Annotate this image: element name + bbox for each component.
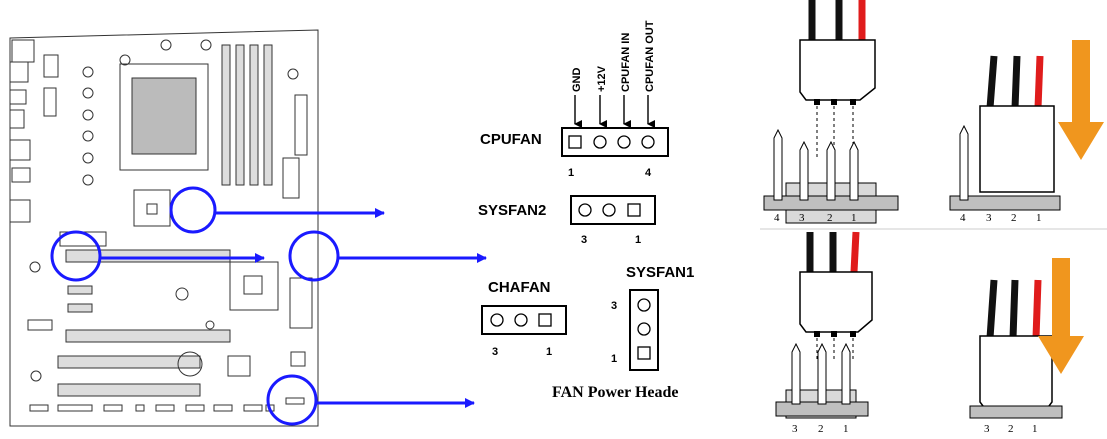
cpufan-signal-in: CPUFAN IN	[620, 33, 632, 92]
connector-illustration-4pin-plugged: 4 3 2 1	[949, 40, 1104, 224]
conn3-pin-2: 2	[818, 423, 824, 435]
callout-circle-sysfan1	[266, 374, 318, 426]
sysfan1-header: SYSFAN1 3 1	[611, 264, 694, 371]
callout-circle-cpufan	[169, 186, 217, 234]
cpufan-signal-out: CPUFAN OUT	[644, 20, 656, 92]
arrow-down-icon	[1038, 258, 1084, 374]
sysfan2-header: SYSFAN2 3 1	[478, 195, 656, 246]
conn3-pin-1: 1	[843, 423, 849, 435]
cpufan-signal-12v: +12V	[596, 65, 608, 92]
conn3b-pin-3: 3	[984, 423, 990, 435]
conn4-pin-2: 2	[827, 212, 833, 224]
conn4b-pin-2: 2	[1011, 212, 1017, 224]
conn3b-pin-2: 2	[1008, 423, 1014, 435]
conn4-pin-3: 3	[799, 212, 805, 224]
conn4b-pin-3: 3	[986, 212, 992, 224]
motherboard-layout	[9, 29, 319, 427]
diagram-caption: FAN Power Heade	[552, 384, 678, 401]
sysfan1-pin-top: 3	[611, 300, 617, 312]
connector-illustration-3pin-plugged: 3 2 1	[969, 258, 1084, 435]
conn4b-pin-1: 1	[1036, 212, 1042, 224]
sysfan2-pin-last: 1	[635, 234, 641, 246]
sysfan1-title: SYSFAN1	[626, 264, 694, 281]
cpufan-header: CPUFAN GND +12V CPUFAN IN CPUFAN OUT 1 4	[480, 20, 669, 179]
chafan-title: CHAFAN	[488, 279, 551, 296]
chafan-pin-first: 3	[492, 346, 498, 358]
sysfan2-title: SYSFAN2	[478, 202, 546, 219]
callout-circle-chafan	[288, 230, 340, 282]
cpufan-pin-first: 1	[568, 167, 574, 179]
callout-circle-sysfan2	[50, 230, 102, 282]
conn3b-pin-1: 1	[1032, 423, 1038, 435]
conn4-pin-4: 4	[774, 212, 780, 224]
arrow-down-icon	[1058, 40, 1104, 160]
conn3-pin-3: 3	[792, 423, 798, 435]
conn4-pin-1: 1	[851, 212, 857, 224]
chafan-header: CHAFAN 3 1	[481, 279, 567, 358]
divider	[760, 228, 1107, 230]
connector-illustration-3pin-unplugged: 3 2 1	[775, 231, 873, 435]
board-outline	[9, 29, 319, 427]
callouts	[50, 186, 487, 426]
cpufan-signal-gnd: GND	[571, 68, 583, 93]
conn4b-pin-4: 4	[960, 212, 966, 224]
cpufan-title: CPUFAN	[480, 131, 542, 148]
sysfan1-pin-bottom: 1	[611, 353, 617, 365]
connector-illustration-4pin-unplugged: 4 3 2 1	[763, 0, 899, 224]
cpufan-pin-last: 4	[645, 167, 652, 179]
chafan-pin-last: 1	[546, 346, 552, 358]
sysfan2-pin-first: 3	[581, 234, 587, 246]
